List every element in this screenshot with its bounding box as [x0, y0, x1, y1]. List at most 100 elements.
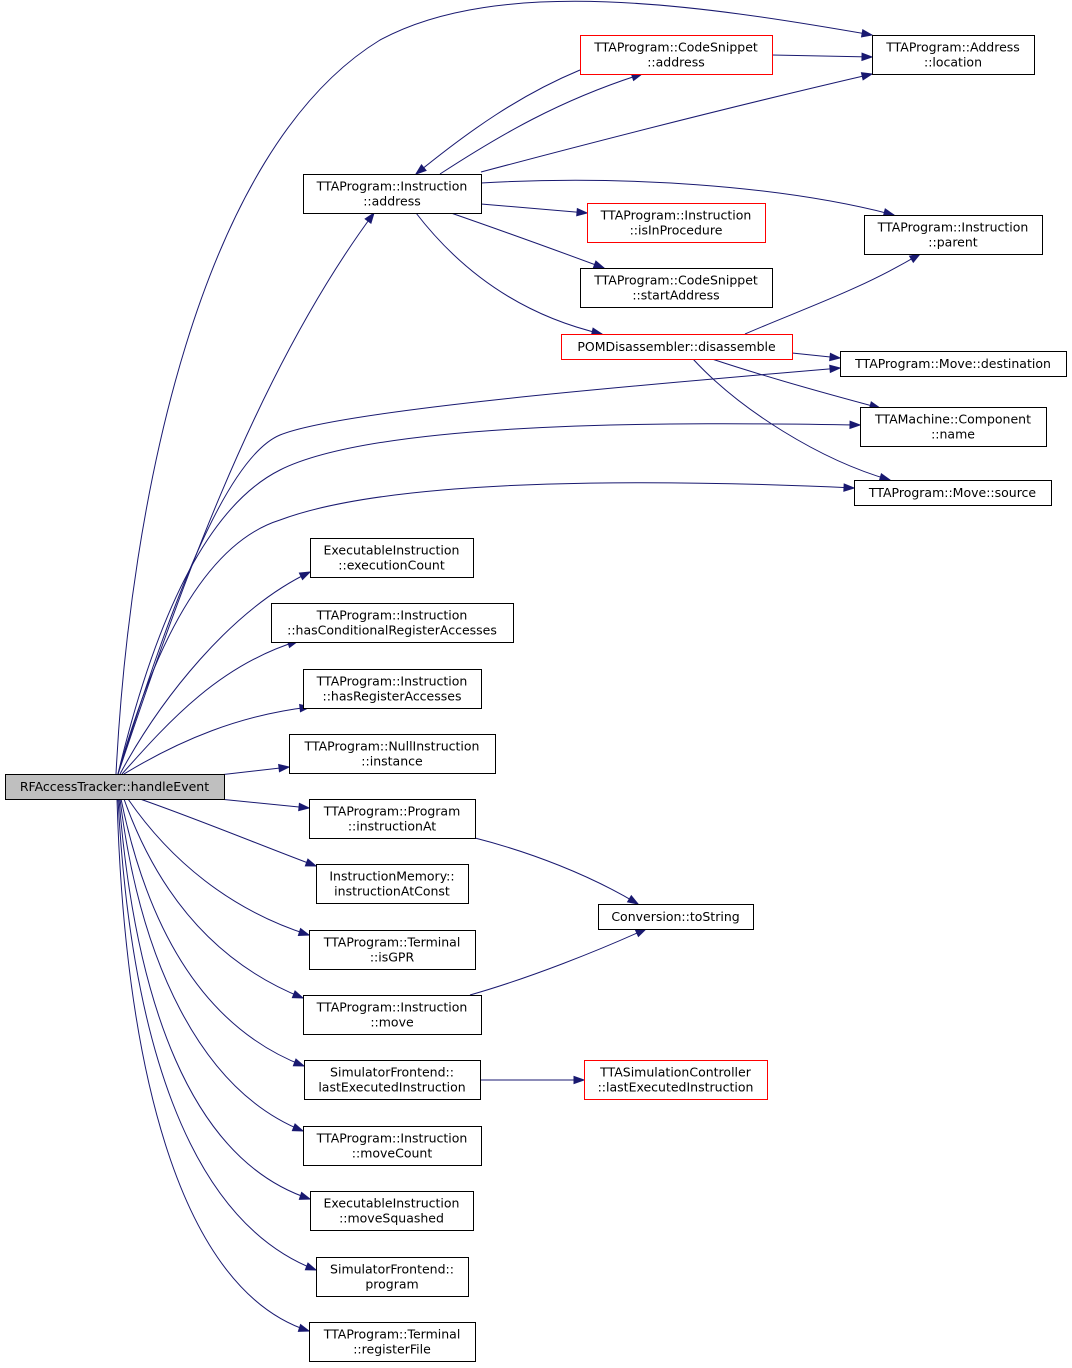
edge-arrowhead	[634, 928, 648, 938]
node-cs_address[interactable]: TTAProgram::CodeSnippet::address	[580, 35, 773, 75]
edge-program_instructionAt-to-conversion_toString	[474, 837, 640, 905]
edge-root-to-exec_moveSquashed	[118, 798, 312, 1200]
node-tta_sim_lastExec[interactable]: TTASimulationController::lastExecutedIns…	[584, 1060, 768, 1100]
node-instr_hasReg[interactable]: TTAProgram::Instruction::hasRegisterAcce…	[303, 669, 482, 709]
node-label-line: TTAProgram::Instruction	[600, 208, 752, 223]
node-exec_moveSquashed[interactable]: ExecutableInstruction::moveSquashed	[310, 1191, 474, 1231]
edge-line	[123, 706, 311, 775]
edge-arrowhead	[414, 164, 427, 175]
edge-line	[480, 179, 895, 216]
node-move_destination[interactable]: TTAProgram::Move::destination	[840, 351, 1067, 377]
edge-line	[117, 482, 855, 775]
node-box[interactable]	[303, 174, 482, 214]
node-label-line: ::address	[363, 194, 421, 209]
node-box[interactable]	[561, 334, 793, 360]
edge-line	[218, 798, 310, 809]
node-label-line: ::isGPR	[370, 950, 415, 965]
node-imem_instructionAtConst[interactable]: InstructionMemory::instructionAtConst	[316, 864, 469, 904]
edge-arrowhead	[829, 352, 842, 362]
edge-arrowhead	[576, 207, 589, 217]
node-instr_isInProcedure[interactable]: TTAProgram::Instruction::isInProcedure	[587, 203, 766, 243]
node-label-line: ::instructionAt	[348, 819, 436, 834]
node-pom_disassemble[interactable]: POMDisassembler::disassemble	[561, 334, 793, 360]
node-box[interactable]	[864, 215, 1043, 255]
node-instr_move[interactable]: TTAProgram::Instruction::move	[303, 995, 482, 1035]
edge-simfe_lastExec-to-tta_sim_lastExec	[480, 1075, 586, 1085]
edge-arrowhead	[291, 990, 305, 999]
node-program_instructionAt[interactable]: TTAProgram::Program::instructionAt	[309, 799, 476, 839]
node-label-line: TTAProgram::Instruction	[316, 1000, 468, 1015]
edge-root-to-imem_instructionAtConst	[139, 798, 318, 867]
node-label-line: TTAMachine::Component	[874, 412, 1031, 427]
edge-arrowhead	[908, 253, 922, 264]
node-box[interactable]	[304, 1060, 481, 1100]
node-box[interactable]	[854, 480, 1052, 506]
node-box[interactable]	[316, 864, 469, 904]
node-instr_address[interactable]: TTAProgram::Instruction::address	[303, 174, 482, 214]
node-label-line: ::location	[924, 55, 982, 70]
node-label-line: lastExecutedInstruction	[318, 1080, 465, 1095]
node-instr_parent[interactable]: TTAProgram::Instruction::parent	[864, 215, 1043, 255]
node-terminal_registerFile[interactable]: TTAProgram::Terminal::registerFile	[309, 1322, 476, 1362]
edge-arrowhead	[292, 1058, 306, 1067]
node-label-line: TTASimulationController	[599, 1065, 752, 1080]
edge-root-to-simfe_program	[117, 798, 318, 1271]
node-simfe_lastExec[interactable]: SimulatorFrontend::lastExecutedInstructi…	[304, 1060, 481, 1100]
node-label-line: TTAProgram::CodeSnippet	[593, 273, 758, 288]
edge-root-to-null_instance	[218, 763, 291, 776]
edge-root-to-simfe_lastExec	[120, 798, 306, 1067]
node-box[interactable]	[860, 407, 1047, 447]
node-box[interactable]	[5, 774, 225, 800]
node-box[interactable]	[303, 1126, 482, 1166]
edge-root-to-instr_hasReg	[123, 703, 312, 775]
node-box[interactable]	[303, 669, 482, 709]
node-box[interactable]	[587, 203, 766, 243]
node-label-line: ::hasRegisterAccesses	[323, 689, 462, 704]
node-instr_hasCond[interactable]: TTAProgram::Instruction::hasConditionalR…	[271, 603, 514, 643]
node-box[interactable]	[598, 904, 754, 930]
edge-arrowhead	[843, 483, 856, 492]
node-box[interactable]	[309, 1322, 476, 1362]
node-addr_location[interactable]: TTAProgram::Address::location	[872, 35, 1035, 75]
edge-arrowhead	[860, 28, 874, 38]
node-label-line: ::moveCount	[352, 1146, 433, 1161]
nodes-layer: RFAccessTracker::handleEventTTAProgram::…	[5, 35, 1067, 1362]
node-box[interactable]	[840, 351, 1067, 377]
node-label-line: TTAProgram::Terminal	[323, 1327, 461, 1342]
node-box[interactable]	[271, 603, 514, 643]
node-box[interactable]	[580, 35, 773, 75]
node-label-line: ExecutableInstruction	[324, 1196, 460, 1211]
node-exec_executionCount[interactable]: ExecutableInstruction::executionCount	[310, 538, 474, 578]
edge-arrowhead	[861, 52, 874, 62]
node-box[interactable]	[309, 799, 476, 839]
node-instr_moveCount[interactable]: TTAProgram::Instruction::moveCount	[303, 1126, 482, 1166]
node-label-line: instructionAtConst	[334, 884, 450, 899]
node-label-line: InstructionMemory::	[329, 869, 454, 884]
node-box[interactable]	[303, 995, 482, 1035]
edge-line	[123, 798, 304, 999]
node-null_instance[interactable]: TTAProgram::NullInstruction::instance	[289, 734, 496, 774]
node-box[interactable]	[872, 35, 1035, 75]
node-component_name[interactable]: TTAMachine::Component::name	[860, 407, 1047, 447]
node-box[interactable]	[584, 1060, 768, 1100]
node-label-line: TTAProgram::CodeSnippet	[593, 40, 758, 55]
node-box[interactable]	[310, 1191, 474, 1231]
node-box[interactable]	[580, 268, 773, 308]
node-cs_startAddress[interactable]: TTAProgram::CodeSnippet::startAddress	[580, 268, 773, 308]
edge-arrowhead	[592, 260, 606, 269]
edge-line	[120, 798, 305, 1067]
node-label-line: TTAProgram::Move::source	[868, 485, 1037, 500]
edge-cs_address-to-instr_address	[414, 69, 581, 175]
edge-line	[115, 0, 873, 775]
node-box[interactable]	[310, 538, 474, 578]
node-root[interactable]: RFAccessTracker::handleEvent	[5, 774, 225, 800]
node-label-line: program	[365, 1277, 418, 1292]
node-move_source[interactable]: TTAProgram::Move::source	[854, 480, 1052, 506]
node-terminal_isGPR[interactable]: TTAProgram::Terminal::isGPR	[309, 930, 476, 970]
node-box[interactable]	[316, 1257, 469, 1297]
node-box[interactable]	[309, 930, 476, 970]
node-box[interactable]	[289, 734, 496, 774]
node-simfe_program[interactable]: SimulatorFrontend::program	[316, 1257, 469, 1297]
edge-line	[480, 73, 873, 173]
node-conversion_toString[interactable]: Conversion::toString	[598, 904, 754, 930]
